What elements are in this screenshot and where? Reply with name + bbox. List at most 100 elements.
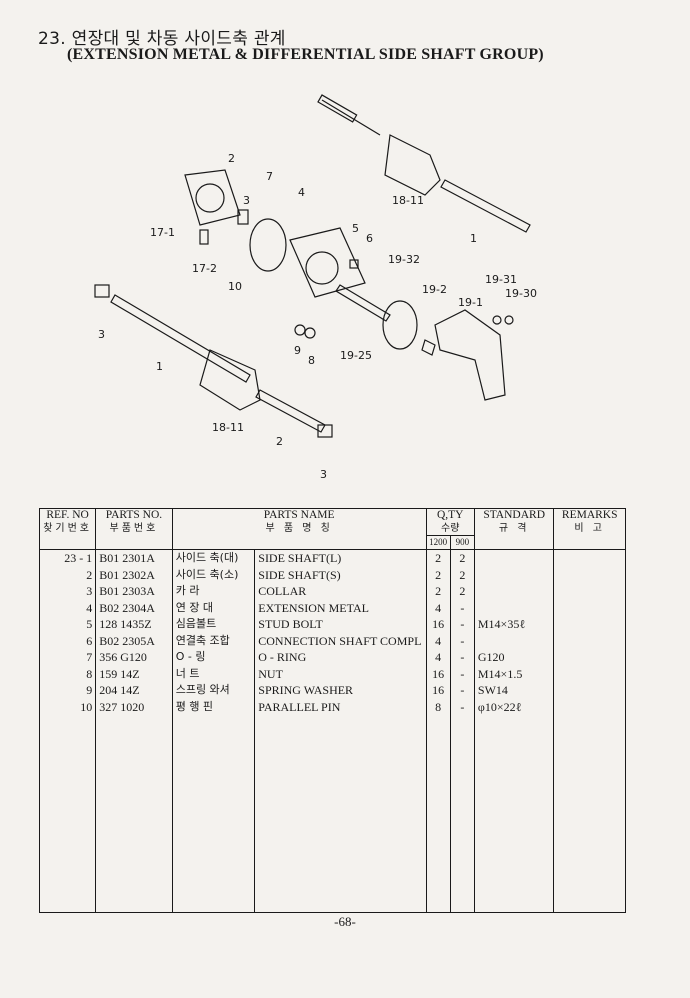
side-shaft-long-upper	[440, 179, 531, 233]
callout-8: 8	[308, 354, 315, 367]
o-ring-right	[382, 300, 418, 350]
callout-18-11-upper: 18-11	[392, 194, 424, 207]
callout-7: 7	[266, 170, 273, 183]
callout-18-11-lower: 18-11	[212, 421, 244, 434]
qty-900-cell: -	[449, 599, 475, 616]
qty-1200-cell: 8	[425, 698, 451, 715]
korean-name-cell: 카 라	[171, 583, 256, 600]
korean-name-cell: 너 트	[171, 665, 256, 682]
callout-3: 3	[243, 194, 250, 207]
ref-cell: 10	[38, 698, 97, 715]
callout-6: 6	[366, 232, 373, 245]
part-number-cell: 204 14Z	[95, 682, 173, 699]
remarks-cell	[553, 566, 626, 583]
part-number-cell: 128 1435Z	[95, 616, 173, 633]
page-title-english: (EXTENSION METAL & DIFFERENTIAL SIDE SHA…	[67, 46, 544, 63]
qty-900-cell: -	[449, 665, 475, 682]
o-ring	[249, 218, 287, 272]
washer-19-31	[492, 315, 502, 325]
side-shaft-long-lower	[110, 294, 251, 383]
standard-cell	[473, 566, 555, 583]
ref-cell: 7	[38, 649, 97, 666]
qty-900-cell: -	[449, 632, 475, 649]
english-name-cell: SIDE SHAFT(L)	[254, 549, 427, 567]
part-number-cell: 159 14Z	[95, 665, 173, 682]
collar-small	[237, 209, 249, 225]
ref-cell: 6	[38, 632, 97, 649]
english-name-cell: O - RING	[254, 649, 427, 666]
remarks-cell	[553, 649, 626, 666]
callout-19-2: 19-2	[422, 283, 447, 296]
qty-1200-cell: 16	[425, 682, 451, 699]
table-empty-space	[38, 715, 626, 913]
korean-name-cell: 연 장 대	[171, 599, 256, 616]
callout-19-25: 19-25	[340, 349, 372, 362]
callout-17-1: 17-1	[150, 226, 175, 239]
callout-3-lower: 3	[98, 328, 105, 341]
callout-4: 4	[298, 186, 305, 199]
qty-1200-cell: 4	[425, 649, 451, 666]
nut	[304, 327, 316, 339]
qty-1200-cell: 4	[425, 632, 451, 649]
side-shaft-short-upper	[321, 99, 381, 136]
qty-900-cell: -	[449, 649, 475, 666]
ref-cell: 8	[38, 665, 97, 682]
collar-bottom	[317, 424, 333, 438]
elbow-housing	[434, 309, 506, 401]
remarks-cell	[553, 632, 626, 649]
remarks-cell	[553, 665, 626, 682]
qty-900-cell: -	[449, 682, 475, 699]
english-name-cell: COLLAR	[254, 583, 427, 600]
seal-19-2	[421, 339, 436, 356]
differential-housing-upper	[384, 134, 441, 196]
part-number-cell: B01 2303A	[95, 583, 173, 600]
korean-name-cell: 평 행 핀	[171, 698, 256, 715]
callout-9: 9	[294, 344, 301, 357]
stud-bolt-5	[349, 259, 359, 269]
qty-900-cell: -	[449, 698, 475, 715]
korean-name-cell: 연결축 조합	[171, 632, 256, 649]
english-name-cell: PARALLEL PIN	[254, 698, 427, 715]
korean-name-cell: 심음볼트	[171, 616, 256, 633]
qty-1200-cell: 16	[425, 616, 451, 633]
callout-5: 5	[352, 222, 359, 235]
qty-1200-cell: 2	[425, 549, 451, 567]
connection-shaft	[335, 284, 391, 322]
ref-cell: 3	[38, 583, 97, 600]
remarks-cell	[553, 698, 626, 715]
page-title-korean: 23. 연장대 및 차동 사이드축 관계	[38, 29, 286, 49]
callout-2: 2	[228, 152, 235, 165]
english-name-cell: CONNECTION SHAFT COMPL	[254, 632, 427, 649]
qty-1200-cell: 2	[425, 566, 451, 583]
qty-900-cell: 2	[449, 583, 475, 600]
ref-cell: 9	[38, 682, 97, 699]
differential-housing-lower	[199, 349, 261, 411]
col-parts-no: PARTS NO.부품번호	[95, 508, 173, 550]
part-number-cell: B01 2301A	[95, 549, 173, 567]
qty-900-cell: 2	[449, 566, 475, 583]
nut-19-30	[504, 315, 514, 325]
callout-3-bottom: 3	[320, 468, 327, 481]
callout-1-upper: 1	[470, 232, 477, 245]
callout-17-2: 17-2	[192, 262, 217, 275]
remarks-cell	[553, 682, 626, 699]
remarks-cell	[553, 616, 626, 633]
english-name-cell: EXTENSION METAL	[254, 599, 427, 616]
korean-name-cell: 스프링 와셔	[171, 682, 256, 699]
standard-cell: M14×35ℓ	[473, 616, 555, 633]
standard-cell: φ10×22ℓ	[473, 698, 555, 715]
part-number-cell: B02 2305A	[95, 632, 173, 649]
standard-cell	[473, 599, 555, 616]
ref-cell: 5	[38, 616, 97, 633]
extension-metal-left	[184, 169, 241, 226]
callout-10: 10	[228, 280, 242, 293]
